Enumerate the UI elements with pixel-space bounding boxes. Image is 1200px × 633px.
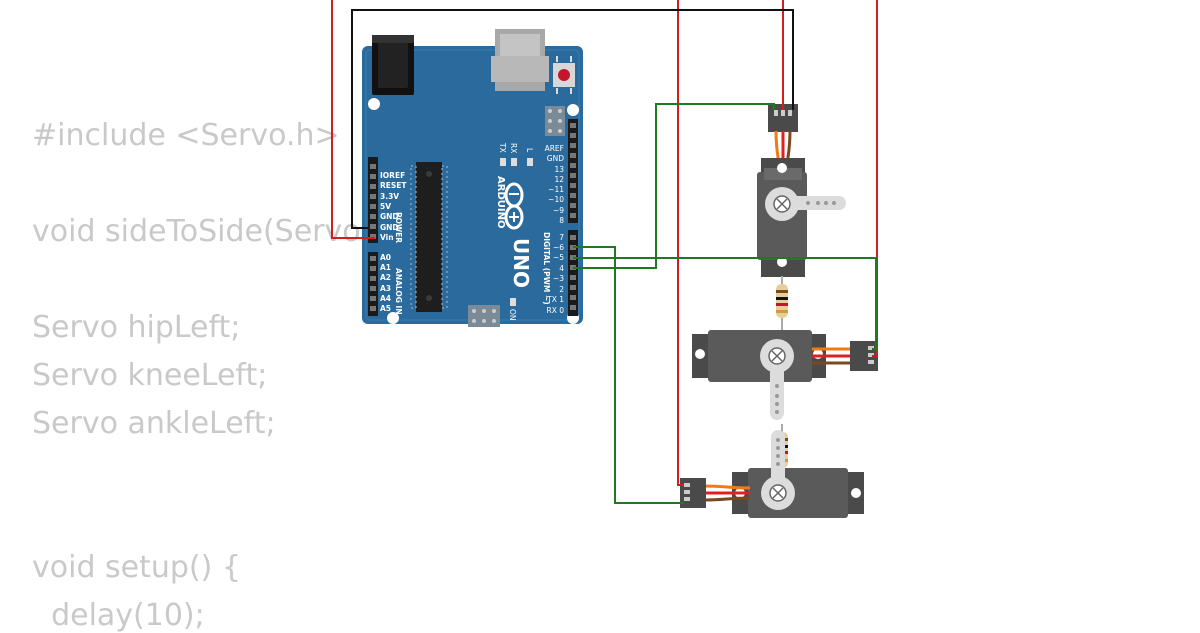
power-header-title: POWER: [394, 212, 403, 243]
arduino-uno-board[interactable]: IOREF RESET 3.3V 5V GND GND Vin A0 A1 A2…: [362, 29, 583, 327]
pin-label-a5: A5: [380, 304, 391, 313]
pin-label-rx0: RX 0: [546, 306, 564, 315]
power-header-pins: [370, 164, 376, 311]
pin-label-gnd-d: GND: [547, 154, 564, 163]
wire-vin: [331, 0, 375, 239]
status-leds: [500, 158, 533, 306]
analog-header-title: ANALOG IN: [394, 268, 403, 315]
icsp-header-bottom: [468, 305, 500, 327]
resistor-1: [776, 276, 788, 338]
servo-hip[interactable]: [757, 104, 846, 277]
wire-ground: [351, 9, 794, 229]
code-line-hip: Servo hipLeft;: [32, 310, 241, 345]
code-line-knee: Servo kneeLeft;: [32, 358, 268, 393]
pin-label-7: 7: [559, 233, 564, 242]
pin-label-11: ~11: [548, 185, 564, 194]
pin-label-4: 4: [559, 264, 564, 273]
icsp-header-top: [545, 106, 565, 136]
code-line-include: #include <Servo.h>: [32, 118, 340, 153]
pin-label-2: 2: [559, 285, 564, 294]
model-label: UNO: [509, 238, 533, 288]
pin-label-a0: A0: [380, 253, 391, 262]
rx-led-label: RX: [509, 143, 518, 153]
mount-hole: [387, 312, 399, 324]
wire-signal-ankle: [573, 246, 684, 504]
wire-power-ankle: [677, 0, 684, 486]
l-led-label: L: [525, 148, 534, 153]
pin-label-vin: Vin: [380, 233, 394, 242]
code-line-delay: delay(10);: [32, 598, 205, 633]
digital-header[interactable]: [568, 119, 578, 316]
infinity-logo-icon: [504, 182, 524, 230]
pin-label-5: ~5: [553, 253, 564, 262]
wire-signal-hip: [573, 103, 775, 269]
pin-label-3: ~3: [553, 274, 564, 283]
digital-header-title: DIGITAL (PWM ~): [542, 232, 551, 305]
on-led-label: ON: [508, 309, 517, 321]
pin-label-aref: AREF: [545, 144, 564, 153]
pin-label-tx1: TX 1: [546, 295, 564, 304]
pin-label-8: 8: [559, 216, 564, 225]
pin-label-a4: A4: [380, 294, 391, 303]
pin-label-13: 13: [554, 165, 564, 174]
mount-hole: [567, 104, 579, 116]
pin-label-a3: A3: [380, 284, 391, 293]
pin-label-a1: A1: [380, 263, 391, 272]
mount-hole: [368, 98, 380, 110]
pin-label-ioref: IOREF: [380, 171, 405, 180]
wire-power-knee: [872, 0, 878, 357]
pin-label-5v: 5V: [380, 202, 391, 211]
pin-label-gnd: GND: [380, 223, 399, 232]
pin-label-6: ~6: [553, 243, 564, 252]
tx-led-label: TX: [498, 142, 507, 153]
code-line-function: void sideToSide(Servo: [32, 214, 361, 249]
servo-ankle[interactable]: [680, 430, 864, 518]
reset-button-icon[interactable]: [553, 56, 575, 94]
power-header[interactable]: [368, 157, 378, 316]
pin-label-a2: A2: [380, 273, 391, 282]
microcontroller-chip: [410, 162, 448, 312]
pin-label-3v3: 3.3V: [380, 192, 399, 201]
pin-label-gnd: GND: [380, 212, 399, 221]
pin-label-reset: RESET: [380, 181, 407, 190]
code-line-setup: void setup() {: [32, 550, 241, 585]
pin-label-9: ~9: [553, 206, 564, 215]
code-line-ankle: Servo ankleLeft;: [32, 406, 276, 441]
wires: [331, 0, 878, 504]
servo-knee[interactable]: [692, 330, 878, 420]
pin-label-10: ~10: [548, 195, 564, 204]
pin-label-12: 12: [554, 175, 564, 184]
power-jack: [372, 35, 414, 95]
brand-label: ARDUINO: [495, 176, 506, 228]
usb-connector: [491, 29, 549, 91]
wire-signal-knee: [573, 257, 877, 350]
